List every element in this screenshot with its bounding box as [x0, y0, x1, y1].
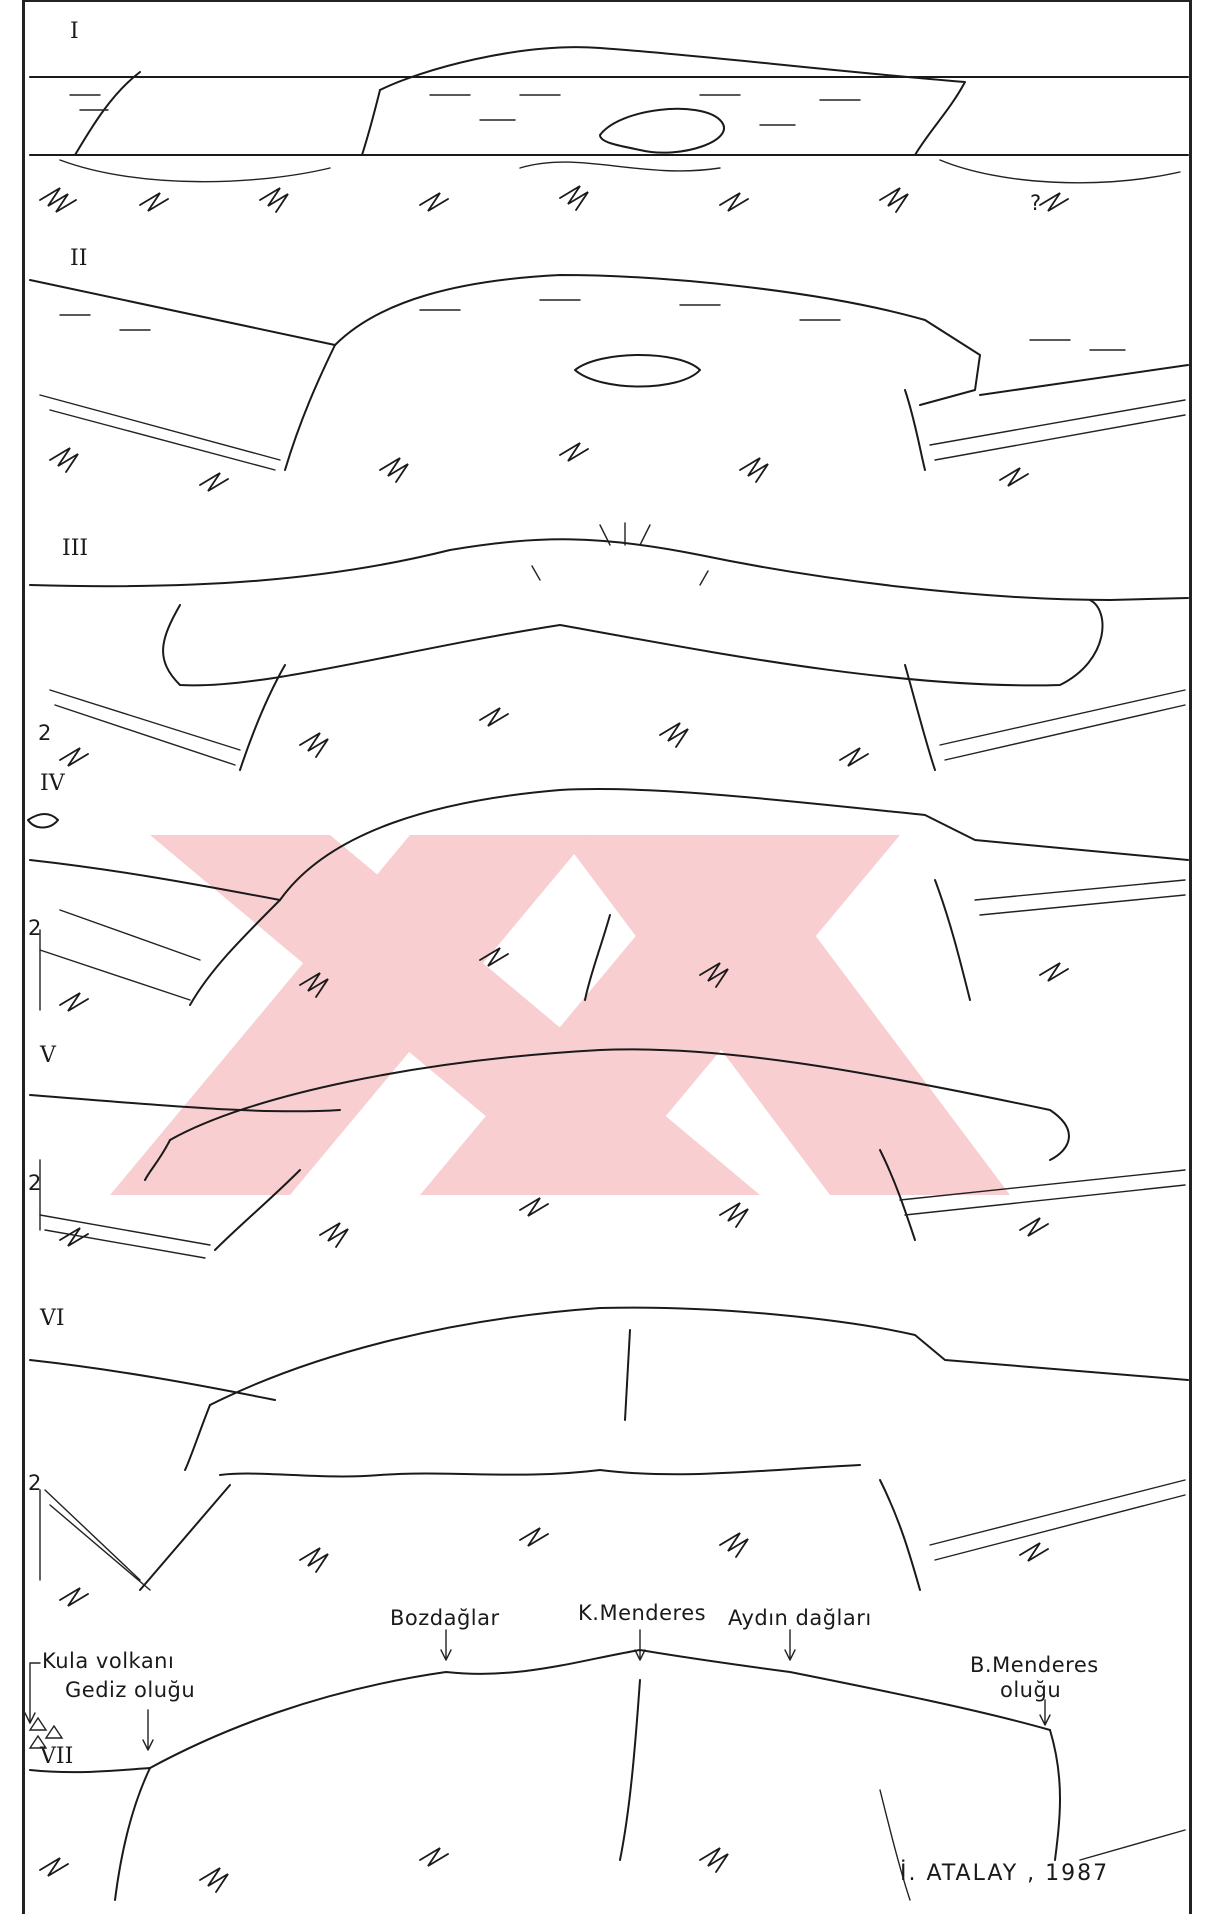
figure-frame — [22, 0, 1192, 1914]
